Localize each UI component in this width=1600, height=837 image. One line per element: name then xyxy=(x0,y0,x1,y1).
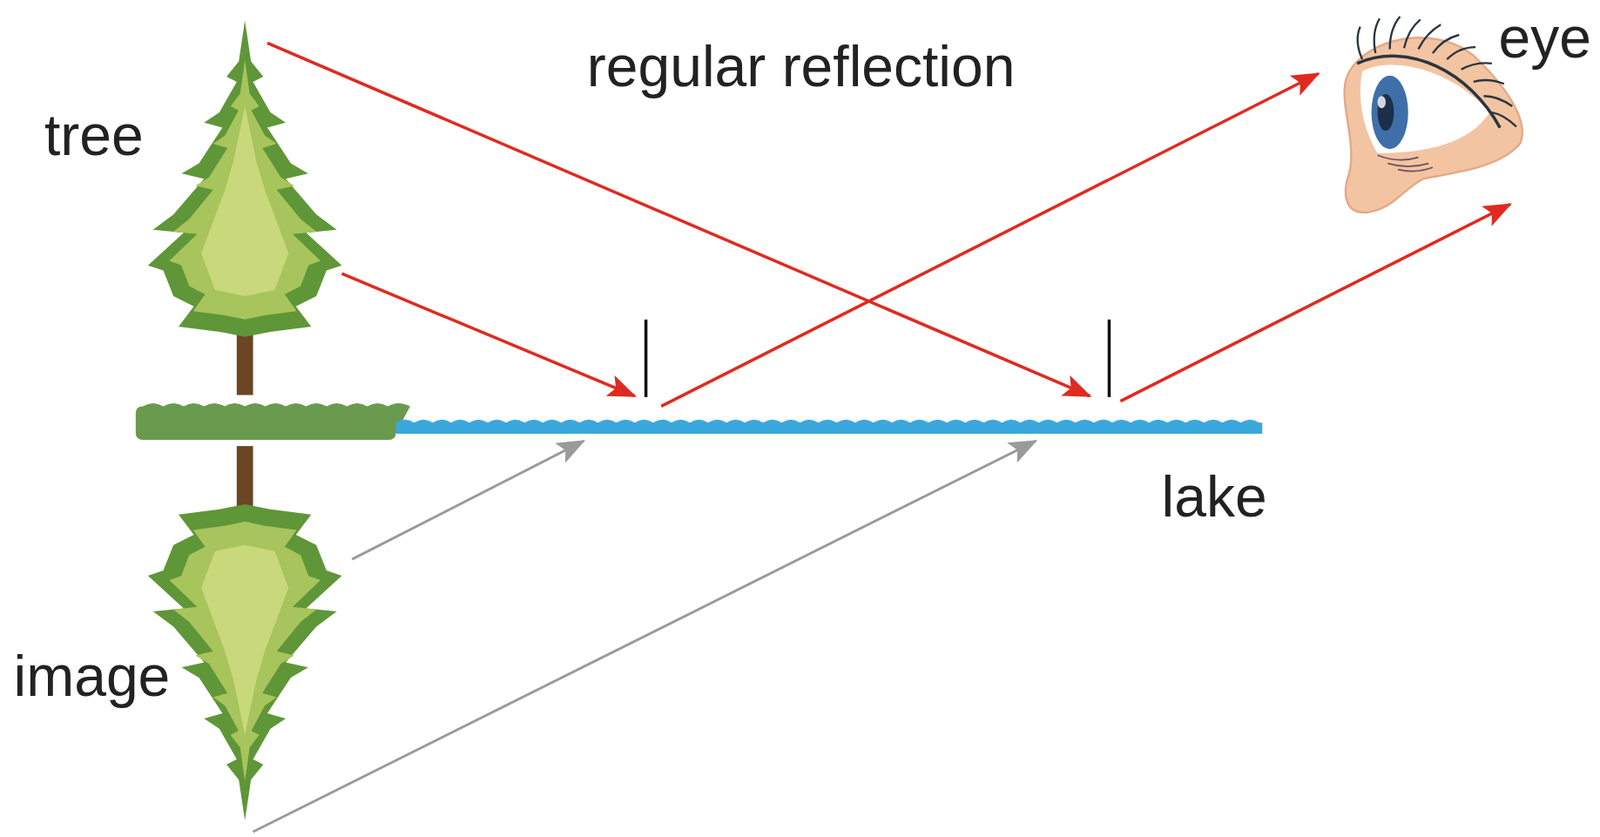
part-label: image xyxy=(13,643,171,710)
normal-line xyxy=(644,319,649,398)
ground xyxy=(135,403,411,440)
tree-figure xyxy=(148,20,343,396)
part-label: eye xyxy=(1498,5,1592,72)
diagram-title-box: regular reflection xyxy=(587,33,1016,101)
lake-surface xyxy=(396,419,1263,434)
part-label-box: tree xyxy=(44,102,144,169)
virtual-ray xyxy=(253,440,1037,832)
part-label-box: eye xyxy=(1498,5,1592,72)
part-label-box: image xyxy=(13,643,171,710)
diagram-title: regular reflection xyxy=(587,33,1016,101)
normal-line xyxy=(1107,319,1112,398)
incident-ray xyxy=(341,273,635,397)
part-label-box: lake xyxy=(1161,464,1268,531)
eye-figure xyxy=(1344,16,1523,213)
reflected-ray xyxy=(661,74,1318,407)
part-label: lake xyxy=(1161,464,1268,531)
reflected-ray xyxy=(1120,203,1511,401)
part-label: tree xyxy=(44,102,144,169)
tree-image-figure xyxy=(148,445,343,821)
virtual-ray xyxy=(351,440,584,560)
